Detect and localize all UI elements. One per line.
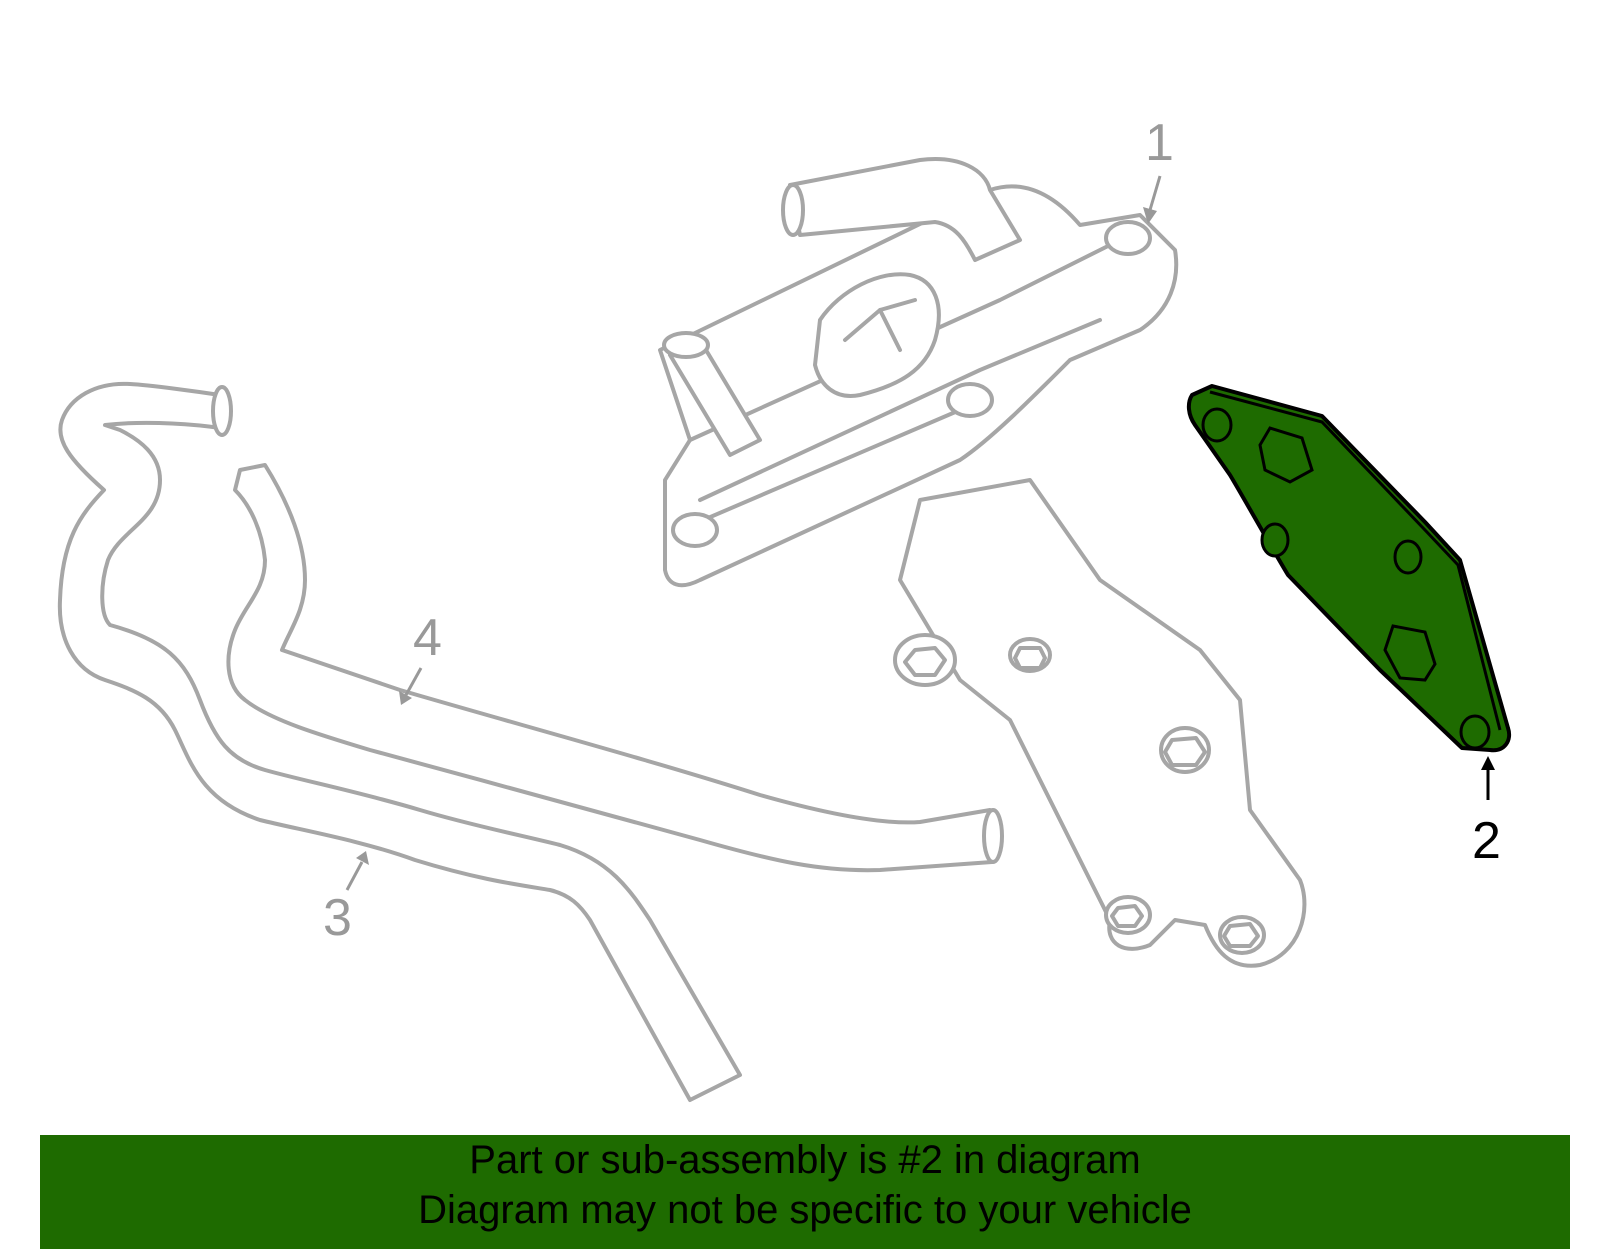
leader-line-2 <box>1481 756 1495 800</box>
leader-line-3 <box>345 851 369 891</box>
leader-line-4 <box>399 667 423 705</box>
cooler-assembly-part-1 <box>658 157 1307 968</box>
banner-line-part: Part or sub-assembly is #2 in diagram <box>469 1138 1141 1182</box>
hose-part-3 <box>57 381 742 1102</box>
leader-line-1 <box>1143 175 1162 224</box>
callout-4: 4 <box>413 609 442 667</box>
callout-1: 1 <box>1145 114 1174 172</box>
banner-line-disclaimer: Diagram may not be specific to your vehi… <box>418 1188 1192 1232</box>
callout-3: 3 <box>323 889 352 947</box>
hose-part-4 <box>226 463 1004 873</box>
gasket-plate-part-2 <box>1186 384 1511 753</box>
info-banner: Part or sub-assembly is #2 in diagram Di… <box>40 1135 1570 1249</box>
callout-2: 2 <box>1472 812 1501 870</box>
